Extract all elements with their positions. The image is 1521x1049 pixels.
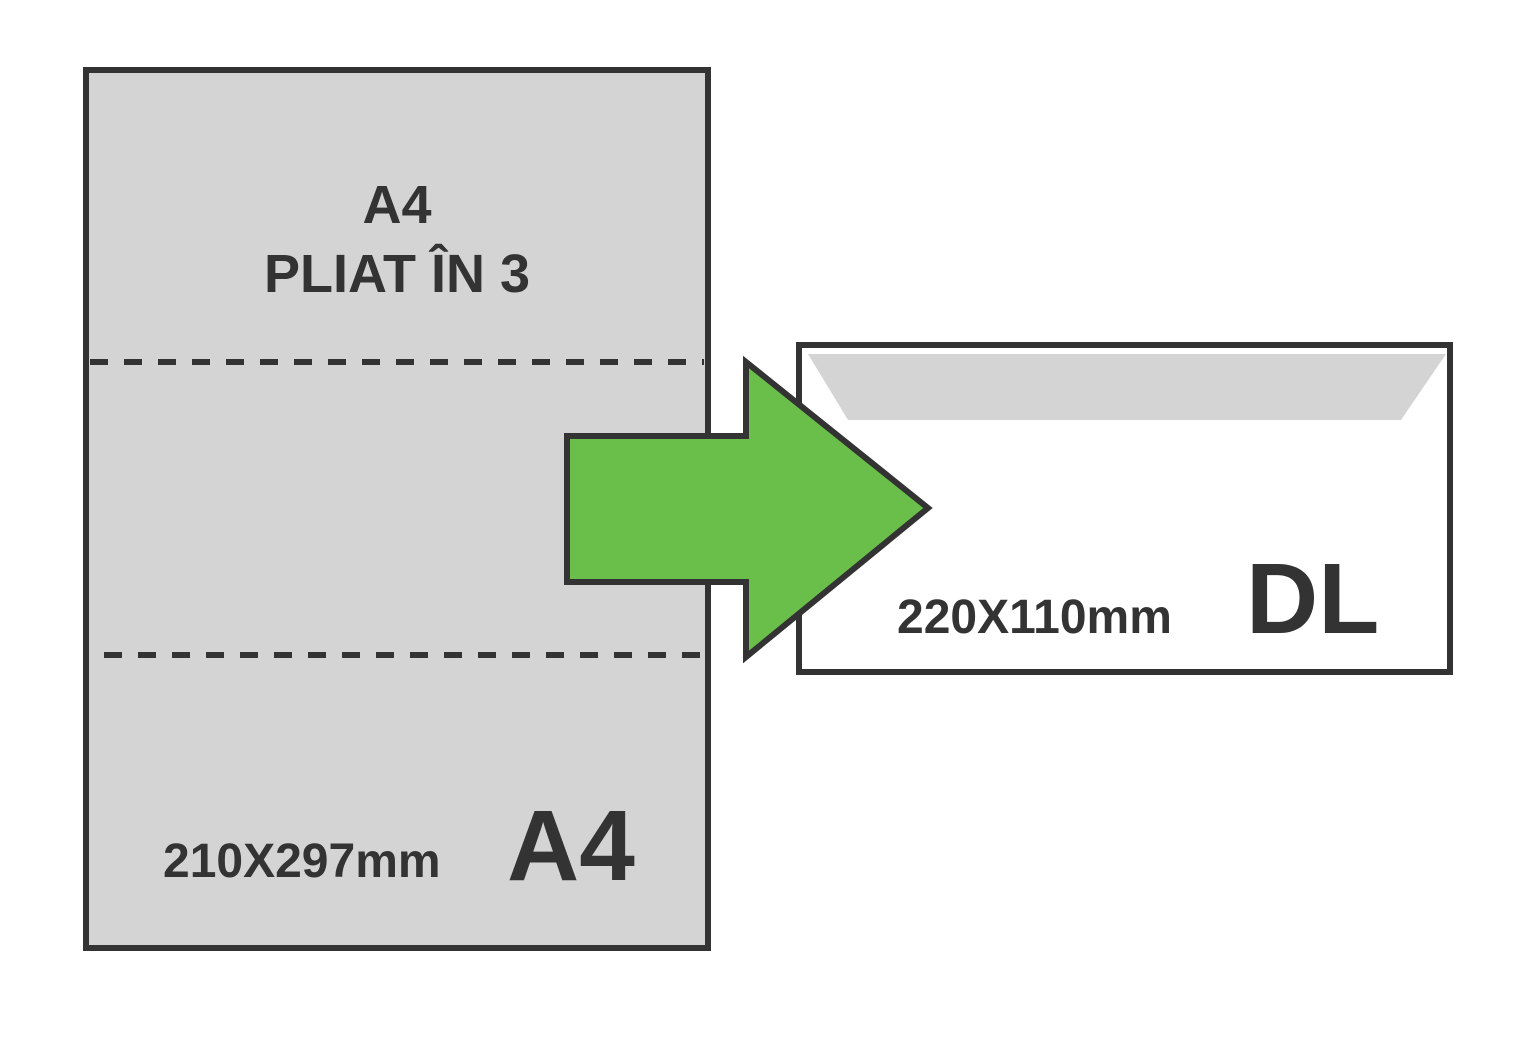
sheet-title-line-2: PLIAT ÎN 3 — [264, 243, 530, 304]
sheet-title-line-1: A4 — [362, 175, 431, 235]
sheet-format-label: A4 — [507, 790, 635, 902]
envelope-format-label: DL — [1246, 543, 1379, 655]
sheet-dimensions: 210X297mm — [163, 835, 441, 888]
dl-envelope: 220X110mm DL — [796, 342, 1453, 675]
envelope-flap-icon — [808, 354, 1446, 420]
right-arrow-icon — [564, 355, 933, 664]
envelope-dimensions: 220X110mm — [897, 591, 1172, 644]
